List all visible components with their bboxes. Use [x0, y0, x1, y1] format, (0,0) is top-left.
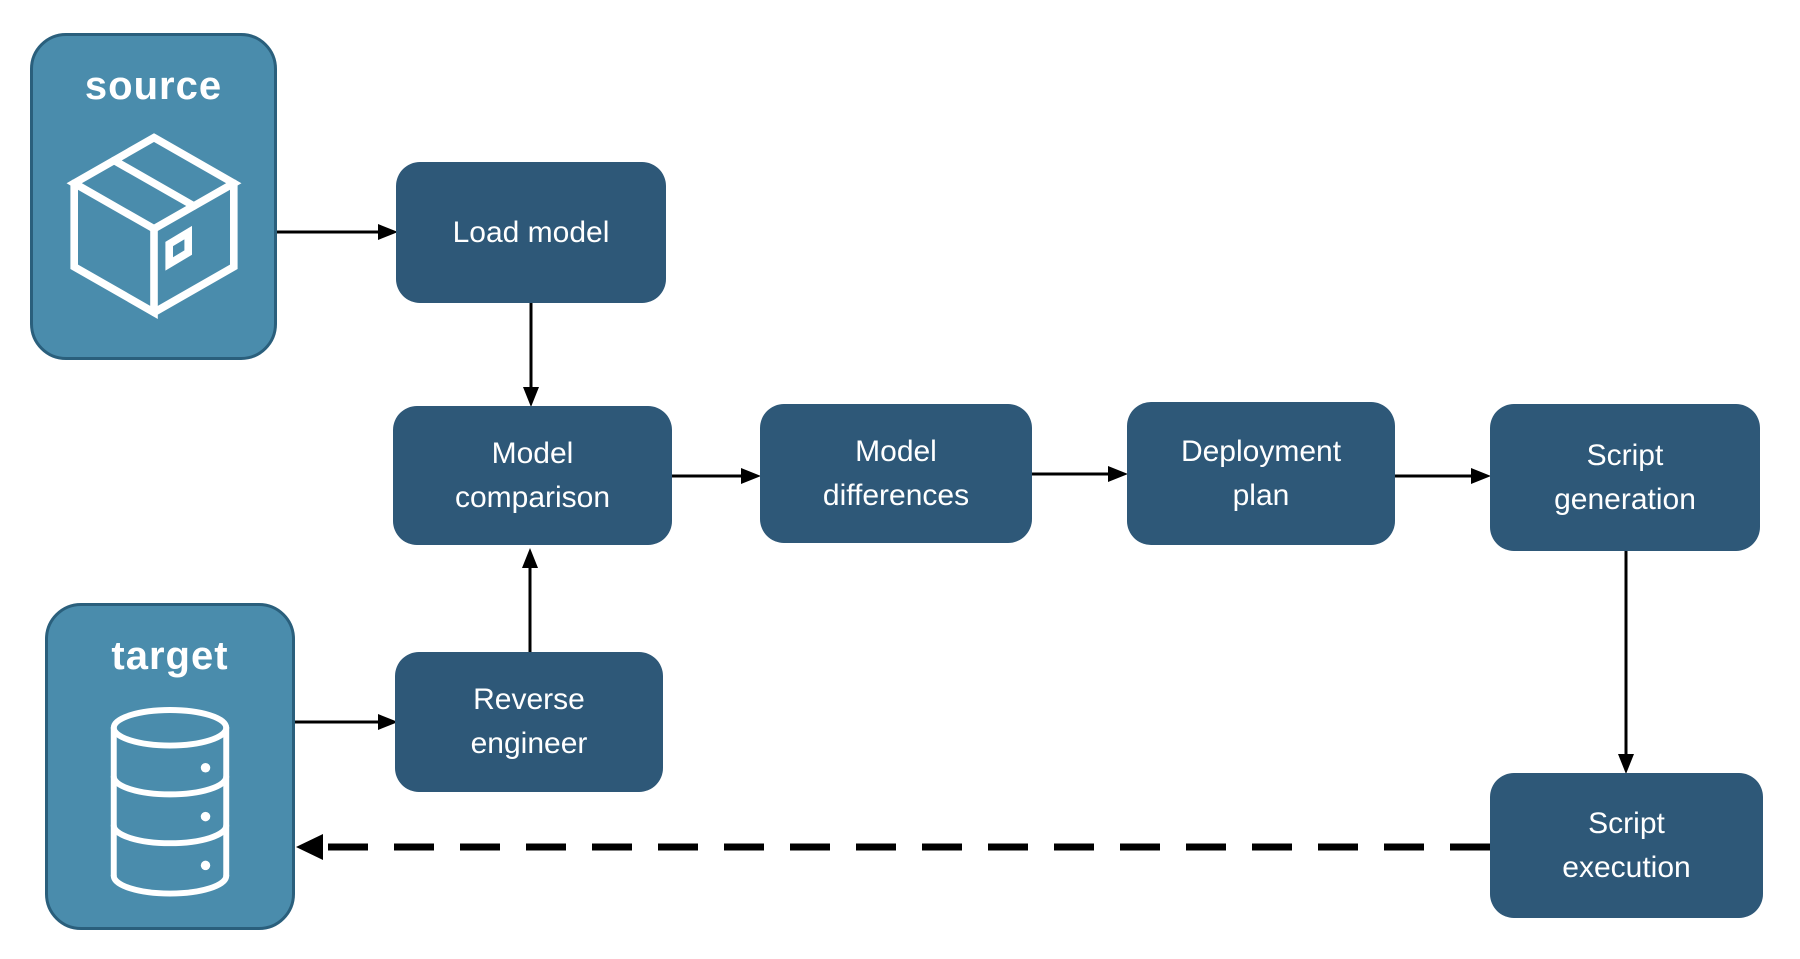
arrow-reverse-engineer-to-model-comparison [522, 548, 538, 652]
node-label: Load model [452, 215, 610, 249]
node-label: Deployment plan [1180, 434, 1342, 512]
arrow-model-differences-to-deployment-plan [1032, 466, 1128, 482]
source-label: source [84, 64, 223, 108]
arrow-target-to-reverse-engineer [295, 714, 398, 730]
node-label: Script execution [1562, 806, 1691, 884]
database-icon [110, 707, 230, 897]
node-deployment-plan: Deployment plan [1127, 402, 1395, 545]
node-label: Script generation [1554, 438, 1696, 516]
node-script-generation: Script generation [1490, 404, 1760, 551]
endpoint-source: source [30, 33, 277, 360]
node-label: Reverse engineer [470, 683, 588, 760]
node-load-model: Load model [396, 162, 666, 303]
arrow-script-execution-to-target [296, 834, 1490, 860]
package-icon [66, 133, 241, 319]
node-model-comparison: Model comparison [393, 406, 672, 545]
arrow-script-generation-to-script-execution [1618, 551, 1634, 774]
node-script-execution: Script execution [1490, 773, 1763, 918]
node-model-differences: Model differences [760, 404, 1032, 543]
node-label: Model comparison [454, 436, 611, 514]
node-label: Model differences [822, 434, 970, 512]
arrow-model-comparison-to-model-differences [672, 468, 761, 484]
endpoint-target: target [45, 603, 295, 930]
arrow-load-model-to-model-comparison [523, 303, 539, 407]
arrow-deployment-plan-to-script-generation [1395, 468, 1491, 484]
arrow-source-to-load-model [277, 224, 398, 240]
node-reverse-engineer: Reverse engineer [395, 652, 663, 792]
target-label: target [111, 634, 229, 678]
